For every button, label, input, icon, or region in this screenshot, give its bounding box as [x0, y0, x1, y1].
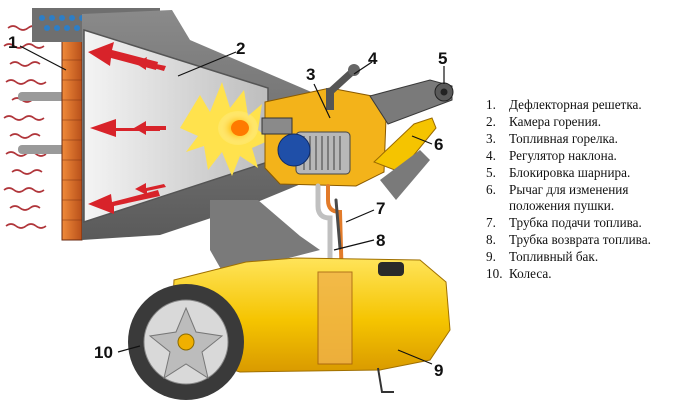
callout-4: 4	[368, 49, 378, 68]
legend-num: 8.	[486, 232, 496, 247]
wheel	[128, 284, 244, 400]
callout-5: 5	[438, 49, 447, 68]
tank-cutaway	[317, 271, 353, 365]
stand-frame	[210, 200, 320, 278]
legend-num: 5.	[486, 165, 496, 180]
legend-num: 4.	[486, 148, 496, 163]
legend-label: Трубка возврата топлива.	[509, 232, 651, 247]
stand-rear	[380, 150, 430, 200]
legend-item: 3. Топливная горелка.	[486, 131, 686, 147]
legend-item: 1. Дефлекторная решетка.	[486, 97, 686, 113]
legend-label: Камера горения.	[509, 114, 602, 129]
callout-1: 1	[8, 33, 17, 52]
callout-6: 6	[434, 135, 443, 154]
callout-2: 2	[236, 39, 245, 58]
tank-foot	[377, 367, 394, 393]
callout-9: 9	[434, 361, 443, 380]
pivot-lock-pin	[440, 88, 448, 96]
callout-7: 7	[376, 199, 385, 218]
legend-item: 2. Камера горения.	[486, 114, 686, 130]
fuel-tubes	[315, 183, 346, 363]
callout-8: 8	[376, 231, 385, 250]
legend-list: 1. Дефлекторная решетка. 2. Камера горения…	[486, 97, 686, 283]
legend-label: Дефлекторная решетка.	[509, 97, 642, 112]
grill-brackets	[18, 92, 70, 154]
callout-10: 10	[94, 343, 113, 362]
legend-item: 5. Блокировка шарнира.	[486, 165, 686, 181]
legend-label: Регулятор наклона.	[509, 148, 617, 163]
fuel-cap	[378, 262, 404, 276]
legend-num: 3.	[486, 131, 496, 146]
legend-label: Колеса.	[509, 266, 552, 281]
legend-num: 10.	[486, 266, 503, 281]
legend-item: 6. Рычаг для изменения положения пушки.	[486, 182, 686, 214]
burner-nozzle	[261, 117, 293, 135]
legend-item: 8. Трубка возврата топлива.	[486, 232, 686, 248]
flame	[180, 82, 270, 176]
heater-diagram: 1 2 3 4 5 6 7 8 9 10	[3, 8, 454, 400]
legend-num: 7.	[486, 215, 496, 230]
legend-num: 2.	[486, 114, 496, 129]
legend-item: 4. Регулятор наклона.	[486, 148, 686, 164]
legend-label: Рычаг для изменения положения пушки.	[509, 182, 629, 213]
legend-item: 7. Трубка подачи топлива.	[486, 215, 686, 231]
legend-label: Топливная горелка.	[509, 131, 618, 146]
leader-lines	[19, 45, 445, 365]
legend-item: 9. Топливный бак.	[486, 249, 686, 265]
legend-num: 9.	[486, 249, 496, 264]
burner-fan	[277, 133, 311, 167]
callout-3: 3	[306, 65, 315, 84]
legend-num: 6.	[486, 182, 496, 197]
legend-item: 10. Колеса.	[486, 266, 686, 282]
grill-mesh	[62, 39, 82, 221]
legend-label: Топливный бак.	[509, 249, 599, 264]
legend-num: 1.	[486, 97, 496, 112]
tilt-regulator	[326, 64, 360, 110]
heat-waves	[3, 25, 47, 229]
legend-label: Блокировка шарнира.	[509, 165, 631, 180]
airflow-arrows	[88, 42, 166, 214]
legend-label: Трубка подачи топлива.	[509, 215, 642, 230]
